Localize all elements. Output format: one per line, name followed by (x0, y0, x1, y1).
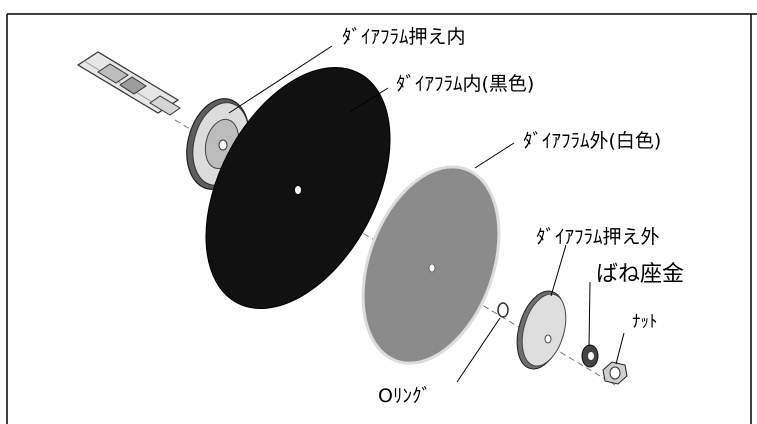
shaft (76, 51, 181, 116)
label-o-ring: Oﾘﾝｸﾞ (378, 385, 431, 407)
o-ring (497, 302, 509, 318)
frame-border (6, 13, 757, 424)
diaphragm-inner-black (205, 67, 391, 309)
nut (602, 361, 628, 385)
label-diaphragm-holder-outer: ﾀﾞｲｱﾌﾗﾑ押え外 (536, 226, 660, 248)
diaphragm-outer-white (361, 165, 501, 365)
diaphragm-holder-outer (516, 290, 567, 370)
label-diaphragm-outer: ﾀﾞｲｱﾌﾗﾑ外(白色) (523, 130, 662, 152)
label-diaphragm-holder-inner: ﾀﾞｲｱﾌﾗﾑ押え内 (342, 26, 466, 48)
leader-lines (228, 45, 625, 383)
spring-washer (581, 344, 599, 368)
label-spring-washer: ばね座金 (596, 262, 685, 287)
label-diaphragm-inner: ﾀﾞｲｱﾌﾗﾑ内(黒色) (396, 73, 535, 95)
label-nut: ﾅｯﾄ (632, 312, 658, 332)
